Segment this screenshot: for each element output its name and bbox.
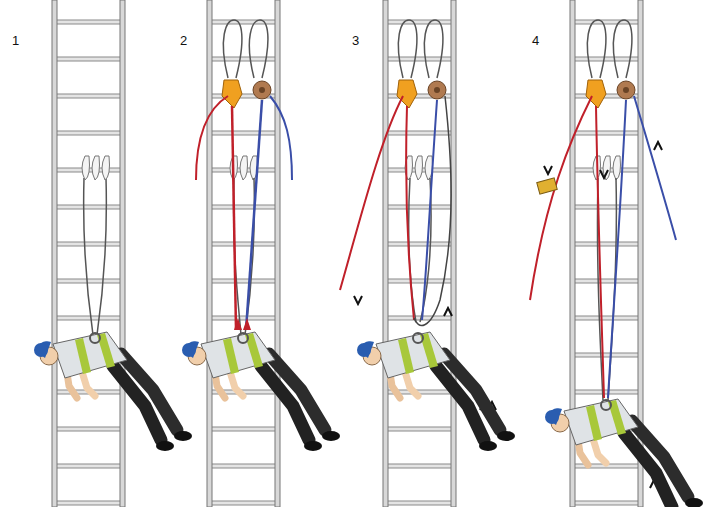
casualty (357, 332, 515, 451)
rescue-rigging (196, 20, 292, 335)
casualty (34, 332, 192, 451)
panel-number: 1 (12, 34, 19, 47)
panel-number: 4 (532, 34, 539, 47)
panel-number: 3 (352, 34, 359, 47)
lanyard (82, 156, 110, 335)
panel-number: 2 (180, 34, 187, 47)
ladder (383, 0, 456, 507)
casualty (545, 399, 703, 507)
ladder (207, 0, 280, 507)
casualty (182, 332, 340, 451)
ladder (52, 0, 125, 507)
